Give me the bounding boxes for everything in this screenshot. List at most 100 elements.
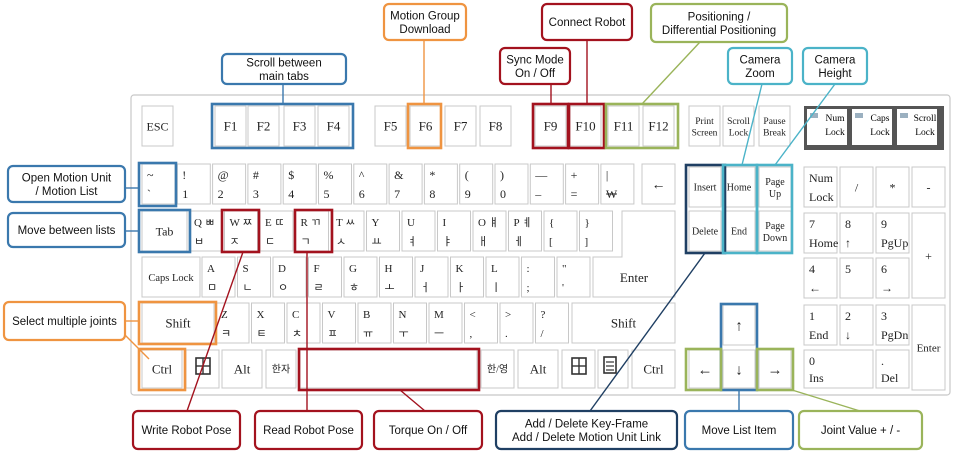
key-label: Q ㅃ: [194, 217, 215, 229]
callout-text: Add / Delete Motion Unit Link: [512, 432, 661, 444]
key-h-5: Gㅎ: [343, 256, 378, 298]
key-f5: F5: [374, 105, 407, 147]
callout-text: Write Robot Pose: [142, 425, 232, 437]
key-right-alt: Alt: [517, 349, 559, 389]
key-cap: [141, 349, 183, 389]
key-sublabel: ㅏ: [456, 281, 466, 294]
callout-text: Move between lists: [18, 225, 116, 237]
key-sublabel: ㅓ: [420, 281, 430, 294]
key-cap: [428, 302, 463, 344]
callout-text: Add / Delete Key-Frame: [525, 418, 648, 430]
key-label: 8: [845, 217, 851, 231]
key-cap: [322, 302, 356, 344]
line-joint-value: [791, 389, 861, 412]
highlight-space: [297, 347, 481, 392]
key-cap: [308, 256, 342, 298]
key-label: 2: [845, 309, 851, 323]
key-caps-lock: Caps Lock: [141, 256, 201, 298]
key-s-10: ?/: [535, 302, 569, 344]
key-label: .: [881, 354, 884, 368]
key-label: G: [349, 263, 357, 275]
key-cap: [141, 256, 201, 298]
key-cap: [283, 105, 316, 147]
key-cap: [237, 256, 271, 298]
key-sublabel: 0: [500, 187, 506, 201]
key-numpad-symbol: -: [911, 166, 946, 208]
key-label: E ㄸ: [265, 217, 285, 229]
key-h-8: Kㅏ: [450, 256, 484, 298]
key-sublabel: `: [147, 187, 151, 201]
key-sublabel: Down: [763, 233, 787, 244]
key-label: Tab: [156, 224, 174, 238]
key-cap: [758, 166, 792, 208]
key-cap: [464, 302, 498, 344]
key-sublabel: ㅠ: [363, 328, 373, 340]
key-label: 1: [809, 309, 815, 323]
key-sublabel: ㅍ: [328, 328, 338, 340]
key-space: [299, 349, 478, 389]
callout-text: Joint Value + / -: [821, 425, 901, 437]
key-num-3: #3: [247, 163, 282, 205]
key-esc: ESC: [141, 105, 174, 147]
key-cap: [875, 166, 910, 208]
key-cap: [272, 256, 307, 298]
key-label: Alt: [530, 362, 547, 377]
key-cap: [579, 210, 613, 252]
key-label: Insert: [694, 183, 717, 194]
key-sublabel: ㅁ: [207, 282, 217, 294]
key-s-3: Cㅊ: [286, 302, 321, 344]
callout-torque: Torque On / Off: [372, 409, 484, 451]
key-sublabel: ㅐ: [478, 235, 488, 248]
key-cap: [803, 166, 838, 208]
key-sublabel: PgUp: [881, 236, 908, 250]
key-cap: [499, 302, 534, 344]
key-label: Delete: [692, 227, 719, 238]
key-label: ESC: [146, 119, 168, 133]
key-num-4: $4: [282, 163, 317, 205]
key-cap: [688, 210, 722, 252]
key-label: ": [562, 263, 567, 275]
key-numpad-symbol: /: [839, 166, 874, 208]
key-label: F8: [489, 119, 503, 134]
key-cap: [494, 163, 529, 205]
callout-text: Scroll between: [246, 57, 321, 69]
key-numpad-8: 8↑: [839, 212, 874, 254]
key-label: @: [218, 168, 229, 182]
callout-text: Open Motion Unit: [22, 172, 112, 184]
key-cap: [318, 163, 352, 205]
key-han-yeong: 한/영: [480, 349, 515, 389]
key-label: Ctrl: [643, 362, 664, 377]
highlight-ctrl: [137, 347, 187, 392]
highlight-insert-delete: [684, 163, 727, 255]
callout-box: [801, 46, 869, 86]
callout-text: Read Robot Pose: [263, 425, 354, 437]
key-cap: [401, 210, 436, 252]
key-left-shift: Shift: [141, 302, 215, 344]
line-select-to-ctrl: [124, 334, 150, 360]
key-cap: [839, 304, 874, 346]
key-q-12: }]: [579, 210, 613, 252]
key-label: Alt: [234, 362, 251, 377]
key-label: R ㄲ: [301, 217, 321, 229]
key-sublabel: ㅅ: [336, 236, 346, 248]
key-num-8: *8: [423, 163, 458, 205]
key-nav-delete: Delete: [688, 210, 722, 252]
windows-icon: [571, 357, 587, 375]
key-sublabel: ㄷ: [265, 236, 275, 248]
key-h-3: Dㅇ: [272, 256, 307, 298]
key-cap: [642, 105, 675, 147]
key-cap: [247, 105, 280, 147]
key-cap: [641, 163, 676, 205]
callout-select-multiple: Select multiple joints: [2, 300, 127, 342]
key-f3: F3: [283, 105, 316, 147]
key-label: J: [420, 263, 425, 275]
callout-text: / Motion List: [36, 186, 99, 198]
key-label: F12: [648, 119, 668, 134]
key-s-6: Nㅜ: [393, 302, 427, 344]
